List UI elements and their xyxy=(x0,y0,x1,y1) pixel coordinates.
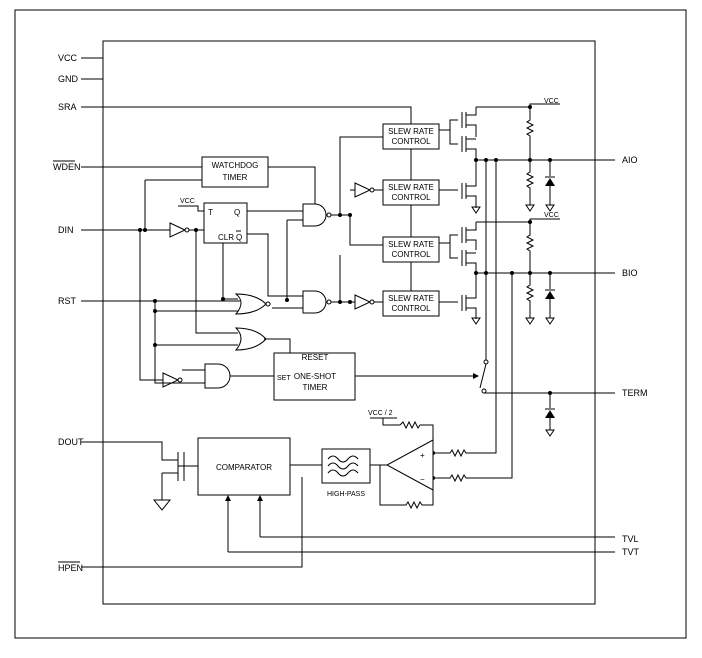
high-pass-filter: HIGH-PASS xyxy=(321,448,371,498)
pin-gnd: GND xyxy=(58,74,103,84)
svg-text:ONE-SHOT: ONE-SHOT xyxy=(294,372,336,381)
t-flip-flop: T Q CLR Q xyxy=(203,202,248,244)
svg-text:BIO: BIO xyxy=(622,268,638,278)
dout-transistor xyxy=(152,452,186,511)
svg-text:SLEW RATE: SLEW RATE xyxy=(388,183,434,192)
svg-text:VCC: VCC xyxy=(544,98,559,105)
comparator: COMPARATOR xyxy=(197,437,291,496)
nor-gate-1 xyxy=(234,293,271,315)
outer-frame xyxy=(14,9,687,639)
bio-network xyxy=(525,222,555,325)
svg-text:SLEW RATE: SLEW RATE xyxy=(388,240,434,249)
svg-text:SRA: SRA xyxy=(58,102,77,112)
svg-text:−: − xyxy=(420,475,425,484)
pin-vcc: VCC xyxy=(58,53,103,63)
svg-text:CONTROL: CONTROL xyxy=(391,193,431,202)
svg-text:VCC / 2: VCC / 2 xyxy=(368,410,393,417)
vcc-ff-label: VCC xyxy=(178,198,204,212)
pin-hpen: HPEN xyxy=(58,477,303,573)
term-switch xyxy=(479,160,489,394)
inverter-slew4 xyxy=(350,294,383,310)
svg-text:TVL: TVL xyxy=(622,534,639,544)
pin-wden: WDEN xyxy=(53,160,202,172)
svg-text:CONTROL: CONTROL xyxy=(391,250,431,259)
inverter-slew2 xyxy=(350,182,383,198)
pin-tvt: TVT xyxy=(228,547,640,557)
svg-text:TIMER: TIMER xyxy=(303,383,328,392)
term-network xyxy=(545,393,555,437)
svg-text:VCC: VCC xyxy=(544,212,559,219)
op-amp: + − xyxy=(385,439,434,491)
svg-text:GND: GND xyxy=(58,74,79,84)
pin-rst: RST xyxy=(58,296,240,306)
reset-one-shot-timer: RESET ONE-SHOT TIMER SET xyxy=(273,352,356,401)
output-transistors-b xyxy=(461,222,481,325)
pin-bio: BIO xyxy=(477,268,638,278)
nand-gate-1 xyxy=(302,203,332,227)
chip-boundary xyxy=(102,40,596,605)
svg-text:Q: Q xyxy=(234,208,240,217)
svg-text:TERM: TERM xyxy=(622,388,648,398)
svg-text:HIGH-PASS: HIGH-PASS xyxy=(327,491,365,498)
svg-text:Q: Q xyxy=(236,233,242,242)
svg-text:WATCHDOG: WATCHDOG xyxy=(212,161,259,170)
vcc-bio-label: VCC xyxy=(544,212,559,219)
svg-text:CONTROL: CONTROL xyxy=(391,304,431,313)
svg-text:TIMER: TIMER xyxy=(223,173,248,182)
pin-din: DIN xyxy=(58,225,170,235)
wire-wd-nand xyxy=(268,166,316,208)
svg-text:VCC: VCC xyxy=(180,198,195,205)
slew-rate-control-3: SLEW RATE CONTROL xyxy=(382,236,440,263)
svg-text:SLEW RATE: SLEW RATE xyxy=(388,294,434,303)
svg-text:DOUT: DOUT xyxy=(58,437,84,447)
aio-network xyxy=(525,107,555,212)
svg-text:SET: SET xyxy=(277,375,291,382)
svg-text:AIO: AIO xyxy=(622,155,638,165)
nor-gate-2 xyxy=(234,327,267,351)
svg-text:T: T xyxy=(208,208,213,217)
svg-text:VCC: VCC xyxy=(58,53,78,63)
input-inverter xyxy=(162,369,205,388)
pin-term: TERM xyxy=(484,388,648,398)
svg-text:CONTROL: CONTROL xyxy=(391,137,431,146)
svg-text:RESET: RESET xyxy=(302,353,329,362)
svg-text:WDEN: WDEN xyxy=(53,162,81,172)
pin-tvl: TVL xyxy=(260,534,639,544)
svg-text:COMPARATOR: COMPARATOR xyxy=(216,463,272,472)
svg-text:+: + xyxy=(420,451,425,460)
pin-aio: AIO xyxy=(477,155,638,165)
pin-dout: DOUT xyxy=(58,437,178,461)
svg-text:SLEW RATE: SLEW RATE xyxy=(388,127,434,136)
slew-rate-control-4: SLEW RATE CONTROL xyxy=(382,290,440,317)
svg-text:HPEN: HPEN xyxy=(58,563,83,573)
svg-text:CLR: CLR xyxy=(218,233,234,242)
svg-text:DIN: DIN xyxy=(58,225,74,235)
svg-text:RST: RST xyxy=(58,296,77,306)
and-gate xyxy=(204,363,231,389)
watchdog-timer: WATCHDOG TIMER xyxy=(201,156,269,188)
din-inverter xyxy=(169,222,204,238)
nand-gate-2 xyxy=(302,290,332,314)
output-transistors-a xyxy=(461,107,481,214)
slew-rate-control-1: SLEW RATE CONTROL xyxy=(382,123,440,150)
vcc-aio-label: VCC xyxy=(544,98,559,105)
vcc-half-label: VCC / 2 xyxy=(368,410,397,419)
junction-dots xyxy=(138,213,352,347)
pin-sra: SRA xyxy=(58,102,412,125)
slew-rate-control-2: SLEW RATE CONTROL xyxy=(382,179,440,206)
svg-text:TVT: TVT xyxy=(622,547,640,557)
